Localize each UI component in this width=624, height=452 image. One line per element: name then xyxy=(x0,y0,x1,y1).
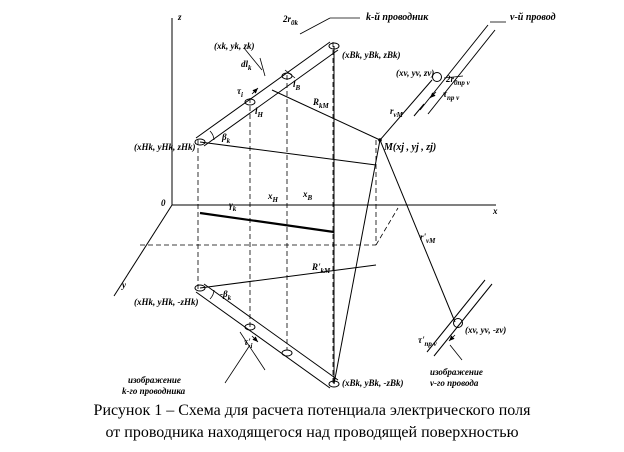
r-vM-line xyxy=(379,79,433,141)
z-axis-label: z xyxy=(177,12,182,22)
label-x-H: xH xyxy=(267,191,279,204)
label-x-B: xB xyxy=(302,189,313,202)
label-tau-v-prime: τ'пр v xyxy=(418,335,438,348)
y-axis-label: y xyxy=(121,280,127,290)
r-vM-prime-line xyxy=(379,139,456,323)
ground-projection xyxy=(199,46,377,384)
label-point-Bk-bottom: (xBk, yBk, -zBk) xyxy=(342,378,404,388)
label-dl-k: dlk xyxy=(241,59,252,72)
beta-arc xyxy=(209,130,215,141)
label-point-Bk-top: (xBk, yBk, zBk) xyxy=(342,50,401,60)
label-r-vM: rvM xyxy=(390,106,404,119)
x-axis-label: x xyxy=(492,206,498,216)
label-l-B: lB xyxy=(293,79,301,92)
origin-label: 0 xyxy=(161,198,166,208)
label-2r-k: 2r0k xyxy=(282,14,299,27)
label-conductor-v: v-й провод xyxy=(510,12,556,23)
tau-arrows xyxy=(251,87,456,343)
label-point-v-bottom: (xv, yv, -zv) xyxy=(465,325,506,335)
label-image-k-line2: k-го проводника xyxy=(122,386,186,396)
caption-line-1: Рисунок 1 – Схема для расчета потенциала… xyxy=(94,402,532,419)
label-conductor-k: k-й проводник xyxy=(366,12,429,23)
label-r-vM-prime: r'vM xyxy=(420,232,436,245)
wire-v xyxy=(413,24,496,117)
wire-v-image xyxy=(426,279,493,357)
label-l-H: lH xyxy=(255,106,264,119)
label-point-k: (xk, yk, zk) xyxy=(214,41,255,51)
label-tau-v: τпр v xyxy=(443,89,460,102)
label-image-v-line2: v-го провода xyxy=(430,378,479,388)
label-2r-v: 2r0пр v xyxy=(445,74,471,87)
label-tau-i: τi xyxy=(237,86,243,99)
label-point-Hk-top: (xHk, yHk, zHk) xyxy=(134,142,196,152)
label-tau-i-prime: τ'i xyxy=(244,337,253,350)
R-kM-prime-line xyxy=(333,139,381,385)
conductor-k-image xyxy=(194,283,340,389)
label-R-kM-prime: R'kM xyxy=(311,262,331,275)
label-image-k-line1: изображение xyxy=(128,375,181,385)
label-point-M: M(xj , yj , zj) xyxy=(383,142,436,153)
conductor-k xyxy=(194,41,340,147)
label-point-Hk-bottom: (xHk, yHk, -zHk) xyxy=(134,297,199,307)
R-kM-line xyxy=(271,89,381,141)
label-gamma-k: γk xyxy=(229,200,237,213)
label-image-v-line1: изображение xyxy=(430,367,483,377)
label-beta-k: βk xyxy=(221,132,231,145)
y-axis xyxy=(113,204,173,297)
point-M-marker xyxy=(378,138,382,142)
label-minus-beta-k: -βk xyxy=(220,289,232,302)
leader-lines xyxy=(224,17,506,384)
distance-lines xyxy=(271,79,456,385)
label-point-v-top: (xv, yv, zv) xyxy=(396,68,434,78)
caption-line-2: от проводника находящегося над проводяще… xyxy=(105,424,518,441)
dashed-projections xyxy=(140,42,399,385)
minus-beta-arc xyxy=(209,289,215,300)
label-R-kM: RkM xyxy=(312,97,330,110)
